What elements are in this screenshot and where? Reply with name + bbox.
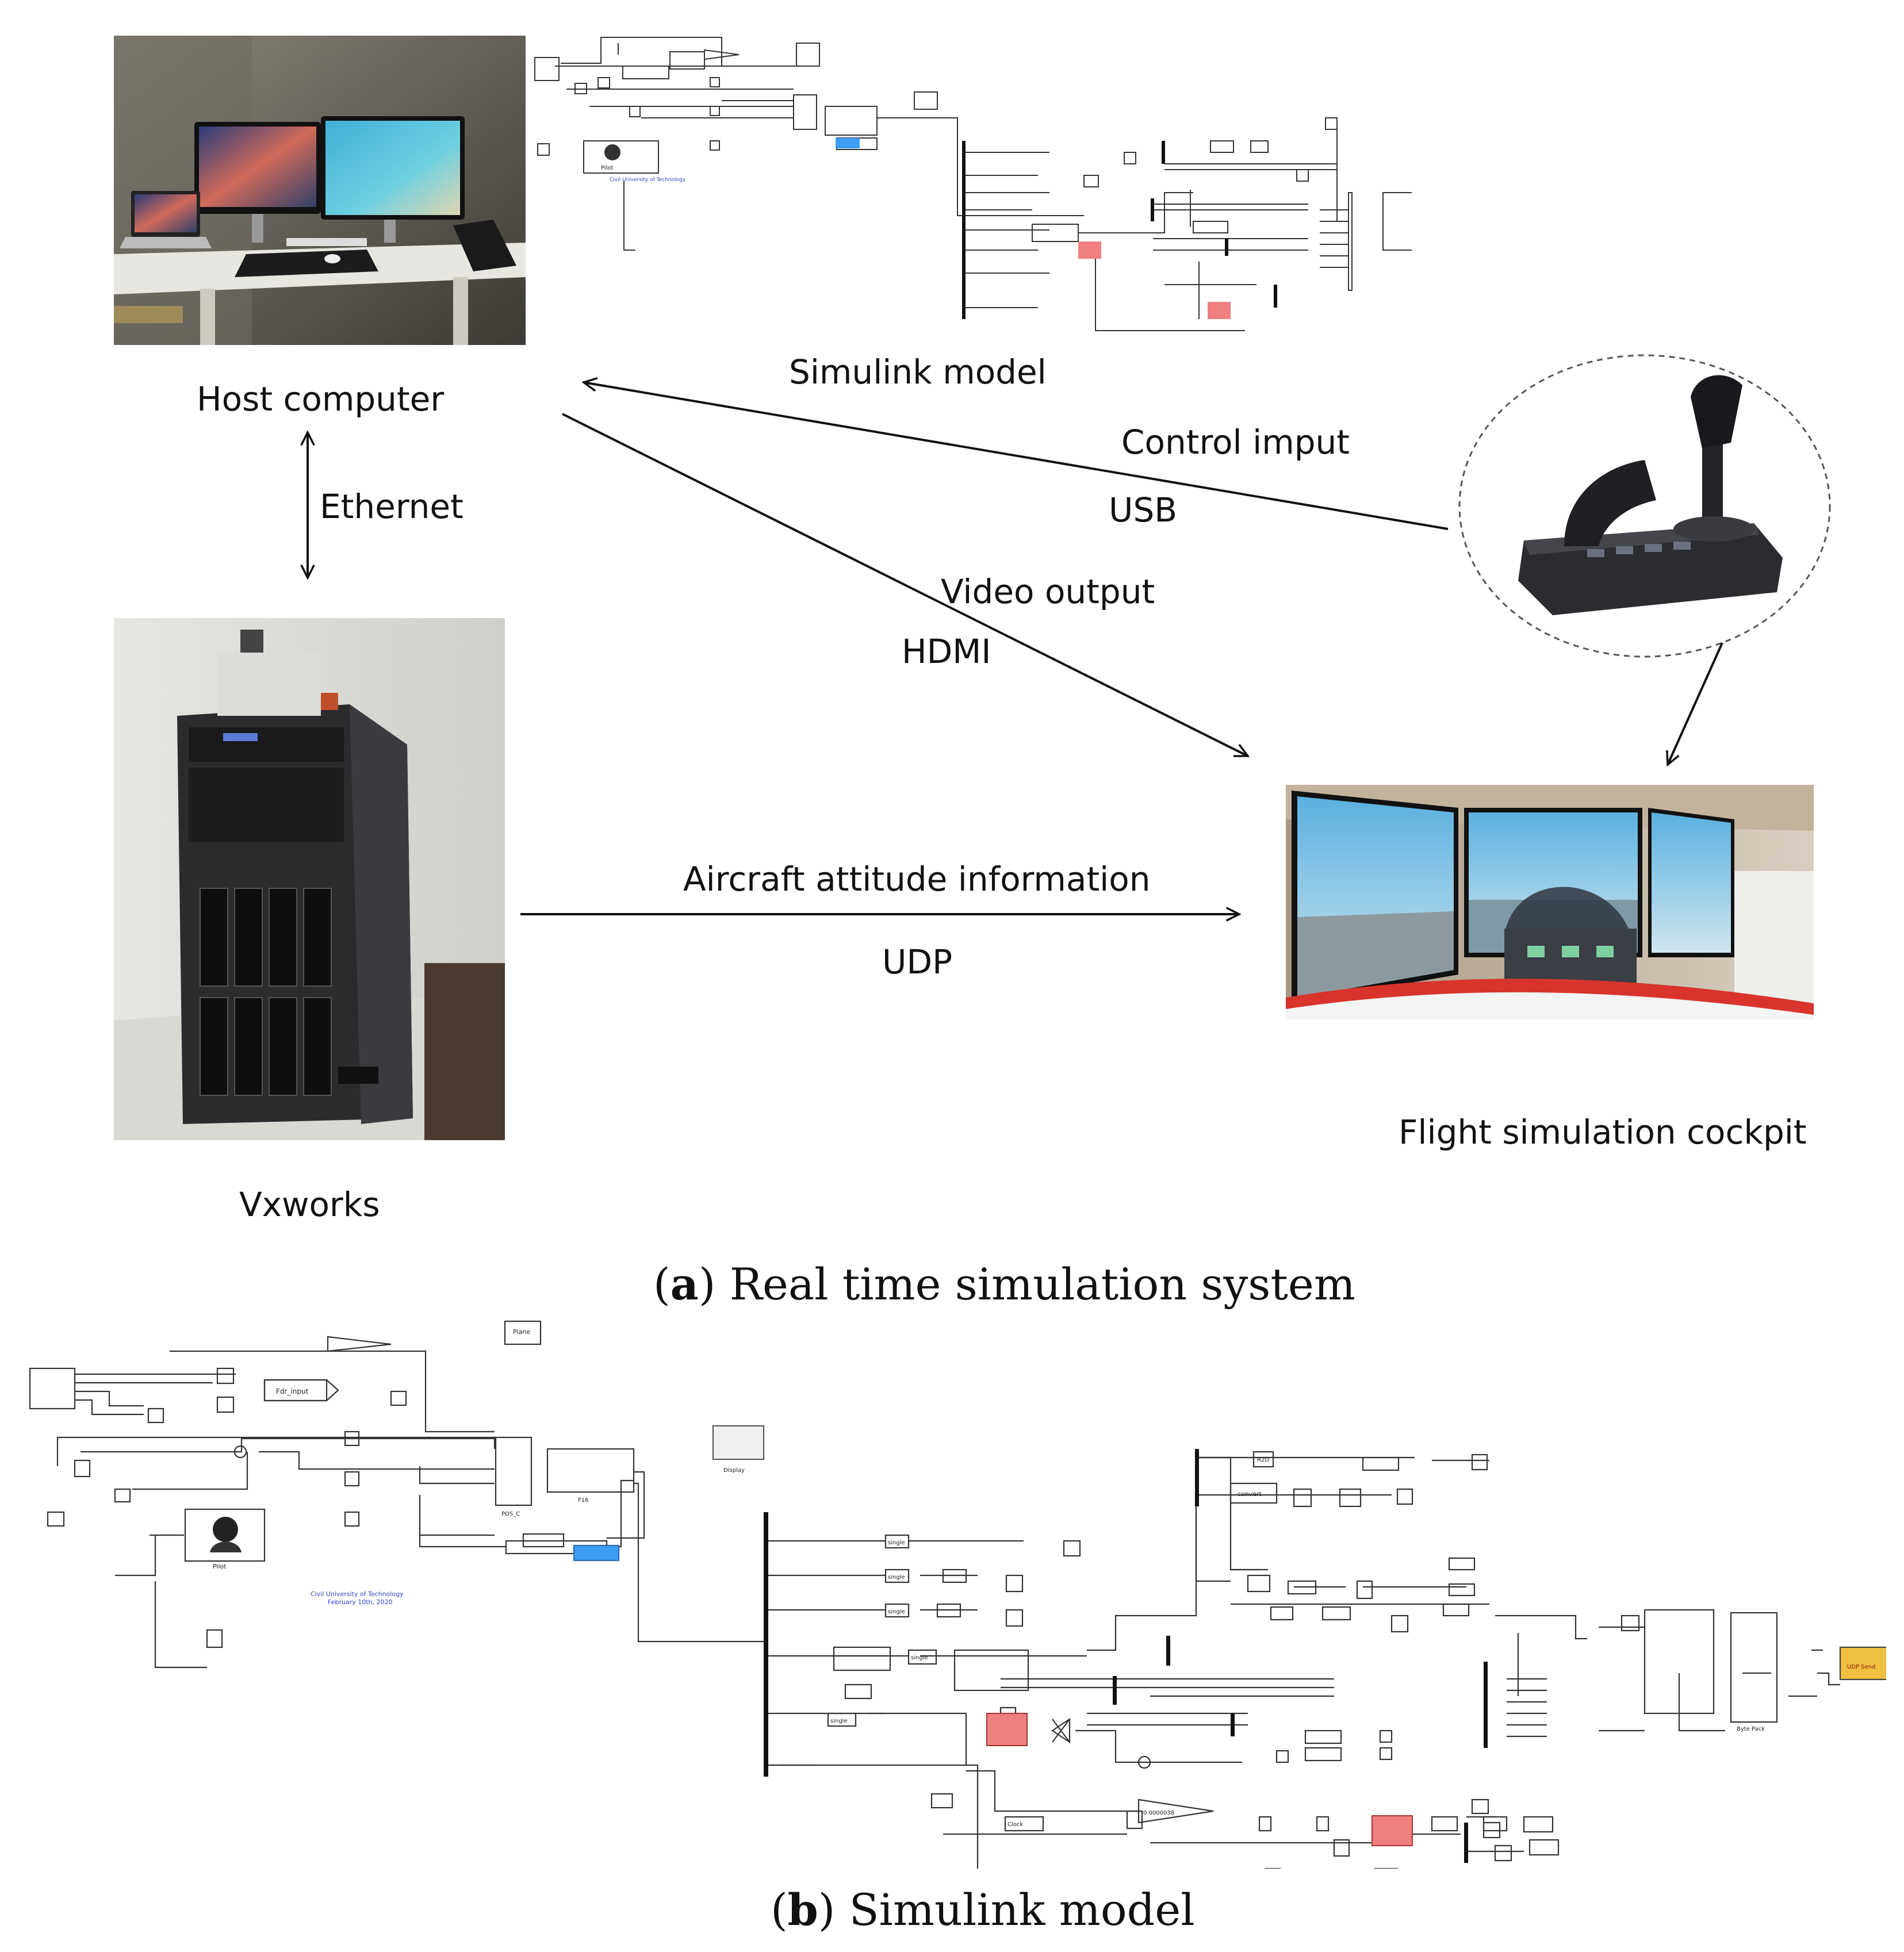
simulink-clock-label: Clock bbox=[1007, 1821, 1023, 1828]
caption-b: (b) Simulink model bbox=[771, 1884, 1195, 1935]
simulink-single-2: single bbox=[888, 1574, 905, 1581]
vxworks-tower-photo bbox=[114, 618, 505, 1140]
usb-label: USB bbox=[1109, 490, 1178, 530]
caption-a-text: Real time simulation system bbox=[729, 1259, 1355, 1310]
simulink-single-4: single bbox=[911, 1655, 928, 1661]
flight-cockpit-photo bbox=[1286, 785, 1814, 1019]
caption-b-letter: b bbox=[787, 1884, 818, 1935]
simulink-date-label: February 10th, 2020 bbox=[328, 1598, 393, 1606]
svg-text:Civil University of Technology: Civil University of Technology bbox=[610, 177, 686, 183]
simulink-single-3: single bbox=[888, 1609, 905, 1615]
joystick-controller bbox=[1455, 351, 1834, 661]
simulink-fdr-input-label: Fdr_input bbox=[276, 1387, 309, 1395]
simulink-plane-label: Plane bbox=[513, 1328, 530, 1336]
hdmi-label: HDMI bbox=[902, 632, 991, 671]
simulink-single-1: single bbox=[888, 1540, 905, 1546]
simulink-pos-label: POS_C bbox=[501, 1511, 520, 1517]
vxworks-label: Vxworks bbox=[239, 1185, 380, 1224]
caption-b-text: Simulink model bbox=[849, 1884, 1195, 1935]
simulink-model-label: Simulink model bbox=[789, 352, 1047, 392]
video-output-label: Video output bbox=[941, 572, 1155, 611]
host-computer-photo bbox=[114, 36, 526, 345]
simulink-gain-label: 0.0000038 bbox=[1143, 1810, 1174, 1816]
flight-cockpit-label: Flight simulation cockpit bbox=[1399, 1113, 1807, 1152]
simulink-thumbnail: Pilot Civil University of Technology bbox=[532, 32, 1412, 354]
simulink-fcs-label: F16 bbox=[578, 1497, 588, 1504]
simulink-udp-send-label: UDP Send bbox=[1847, 1664, 1875, 1670]
simulink-display-label: Display bbox=[723, 1467, 745, 1474]
udp-label: UDP bbox=[882, 942, 953, 981]
caption-a: (a) Real time simulation system bbox=[653, 1259, 1355, 1310]
ethernet-label: Ethernet bbox=[320, 487, 463, 526]
simulink-diagram-large: Plane Fdr_input POS_C F16 Pilot Civil Un… bbox=[23, 1317, 1886, 1869]
simulink-single-5: single bbox=[830, 1718, 848, 1724]
control-input-label: Control imput bbox=[1121, 423, 1350, 462]
simulink-r2d-label: R2D bbox=[1257, 1457, 1269, 1463]
aircraft-attitude-label: Aircraft attitude information bbox=[683, 860, 1151, 899]
host-computer-label: Host computer bbox=[197, 379, 445, 419]
simulink-univ-label: Civil University of Technology bbox=[311, 1590, 404, 1598]
simulink-pilot-label: Pilot bbox=[213, 1563, 227, 1570]
simulink-convert-label: convert bbox=[1238, 1490, 1262, 1498]
simulink-byte-pack-label: Byte Pack bbox=[1737, 1726, 1765, 1732]
caption-a-letter: a bbox=[670, 1259, 699, 1310]
svg-text:Pilot: Pilot bbox=[601, 165, 613, 171]
